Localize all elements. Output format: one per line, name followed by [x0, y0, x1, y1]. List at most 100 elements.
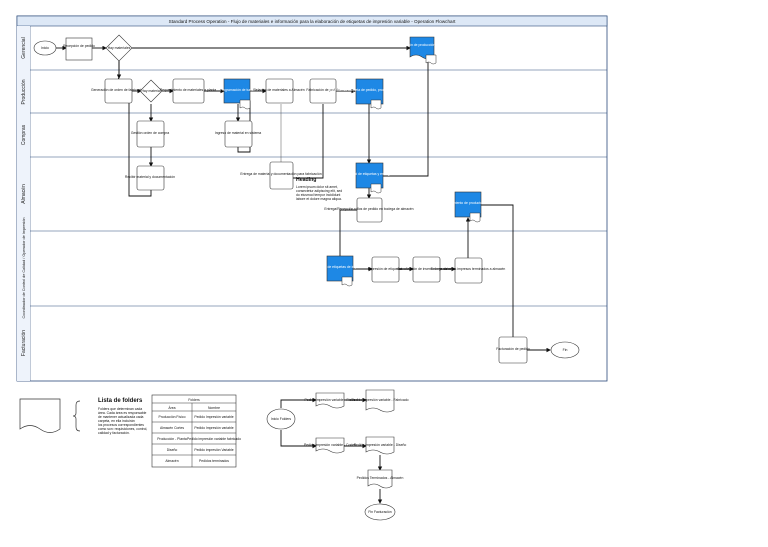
svg-text:Programación de turno: Programación de turno	[220, 88, 255, 92]
svg-text:como son: requisiciones, contr: como son: requisiciones, control,	[98, 427, 147, 431]
svg-text:Fin: Fin	[563, 348, 568, 352]
title-bar	[16, 15, 608, 27]
svg-text:Pedido impresión variable - Co: Pedido impresión variable - Cortes	[304, 443, 356, 447]
lane-label-control: Coordinador de Control de Calidad / Oper…	[22, 218, 26, 319]
svg-text:Ingreso de material en sistema: Ingreso de material en sistema	[215, 131, 261, 135]
node-control-etiquetas: Control de calidad de etiquetas y entreg…	[330, 162, 409, 194]
svg-text:Requerimiento de materiales a: Requerimiento de materiales a planta	[160, 88, 216, 92]
annotation-heading: Heading	[296, 177, 316, 183]
table-cell: Diseño	[167, 448, 178, 452]
svg-text:Pedido impresión variable - Di: Pedido impresión variable - Diseño	[354, 443, 407, 447]
svg-text:labore et dolore magna aliqua.: labore et dolore magna aliqua.	[296, 197, 342, 201]
annotation-note: Heading Lorem ipsum dolor sit amet, cons…	[296, 177, 342, 201]
svg-text:Lorem ipsum dolor sit amet,: Lorem ipsum dolor sit amet,	[296, 185, 338, 189]
svg-text:Solicitud de etiquetas de impr: Solicitud de etiquetas de impresión	[314, 265, 367, 269]
svg-text:Relación de materiales a Almac: Relación de materiales a Almacén	[253, 88, 304, 92]
svg-text:los procesos correspondientes: los procesos correspondientes	[98, 423, 144, 427]
node-fabricacion-pedido: Fabricación de pedido	[306, 78, 340, 104]
doc-flow-doc4: Pedido impresión variable - Diseño	[354, 436, 407, 455]
node-facturacion-pedido: Facturación de pedido	[496, 336, 530, 364]
table-cell: Producción Físico	[159, 415, 186, 419]
node-recibir-material: Recibir material y documentación	[125, 165, 175, 191]
svg-text:do eiusmod tempor incididunt: do eiusmod tempor incididunt	[296, 193, 340, 197]
svg-text:Fin Facturación: Fin Facturación	[368, 510, 391, 514]
svg-text:Generación de orden de fabrica: Generación de orden de fabricación	[91, 88, 145, 92]
node-entrega-rollos-oficina: Entrega de rollos impresos terminados a …	[431, 257, 506, 284]
table-cell: Pedido Impresión variable	[194, 415, 233, 419]
doc-flow-start: Inicio Folders	[266, 408, 296, 430]
lane-label-facturacion: Facturación	[21, 330, 27, 356]
table-header: Área	[168, 406, 175, 410]
svg-text:Recepción de pedido: Recepción de pedido	[63, 44, 95, 48]
swimlane-frame: Standard Process Operation - Flujo de ma…	[16, 15, 608, 382]
doc-flow-doc3: Pedido impresión variable - Cortes	[304, 437, 356, 454]
doc-flow-doc5: Pedidos Terminados - Almacén	[357, 469, 403, 489]
node-autorizacion-gerencial: Autorización de producción gerencial	[394, 36, 450, 65]
lane-labels: Gerencial Producción Compras Almacén Coo…	[21, 37, 27, 356]
doc-flow-connectors	[280, 397, 383, 504]
svg-text:área. Cada área es responsable: área. Cada área es responsable	[98, 411, 147, 415]
lane-label-almacen: Almacén	[21, 184, 27, 204]
svg-text:Control de calidad de etiqueta: Control de calidad de etiquetas y entreg…	[330, 172, 409, 176]
svg-text:Hay material: Hay material	[141, 89, 160, 93]
table-cell: Almacén	[165, 459, 178, 463]
svg-text:Inicio Folders: Inicio Folders	[271, 417, 291, 421]
node-hay-material-decision: Hay material	[139, 79, 163, 103]
svg-text:Almacenamiento de producto ter: Almacenamiento de producto terminado	[438, 201, 498, 205]
svg-text:Entrega/Recepción rollos de pe: Entrega/Recepción rollos de pedido en bo…	[324, 207, 413, 211]
node-programacion-turno: Programación de turno	[220, 78, 255, 110]
table-header: Nombre	[208, 406, 220, 410]
legend-document-symbol	[19, 398, 81, 433]
doc-flow-doc2: Pedido impresión variable - Fabricado	[351, 389, 409, 413]
lane-label-compras: Compras	[21, 124, 27, 145]
svg-text:carpeta, en ella incluirán: carpeta, en ella incluirán	[98, 419, 135, 423]
node-compra-materiales: Gestión orden de compra	[131, 120, 169, 148]
svg-text:Inicio: Inicio	[41, 46, 49, 50]
lane-label-produccion: Producción	[21, 79, 27, 104]
node-actualizacion-sistema: Actualización de inventario en sistema	[397, 256, 455, 283]
node-revision-pedido: Revisión de etiqueta de pedido, producto…	[329, 78, 409, 110]
table-cell: Pedido Impresión variable	[194, 426, 233, 430]
svg-text:Entrega de rollos impresos ter: Entrega de rollos impresos terminados a …	[431, 267, 506, 271]
table-cell: Pedido impresión variable fabricado	[187, 437, 241, 441]
table-title: Folders	[188, 398, 200, 402]
node-fin: Fin	[550, 341, 580, 359]
svg-text:Pedido impresión variable - Fa: Pedido impresión variable - Fabricado	[351, 398, 408, 402]
node-orden-fabricacion: Generación de orden de fabricación	[91, 78, 145, 104]
node-solicitud-etiquetas: Solicitud de etiquetas de impresión	[314, 255, 367, 287]
svg-text:calidad y facturación.: calidad y facturación.	[98, 431, 130, 435]
svg-text:Entrega de material y document: Entrega de material y documentación para…	[240, 172, 321, 176]
node-recepcion-pedido: Recepción de pedido	[63, 37, 95, 61]
svg-text:Facturación de pedido: Facturación de pedido	[496, 347, 530, 351]
table-cell: Pedidos terminados	[199, 459, 229, 463]
svg-text:Hay materiales: Hay materiales	[108, 46, 131, 50]
doc-flow-end: Fin Facturación	[364, 503, 396, 521]
svg-text:Actualización de inventario en: Actualización de inventario en sistema	[397, 267, 455, 271]
svg-text:Pedido impresión variable - Fí: Pedido impresión variable - Físico	[304, 398, 355, 402]
svg-text:Gestión orden de compra: Gestión orden de compra	[131, 131, 169, 135]
node-entrega-rollo: Entrega/Recepción rollos de pedido en bo…	[324, 197, 414, 223]
node-entrega-material: Entrega de material y documentación para…	[240, 161, 322, 190]
svg-text:Fabricación de pedido: Fabricación de pedido	[306, 88, 339, 92]
node-ingreso-material: Ingreso de material en sistema	[215, 120, 261, 148]
svg-text:Impresión de etiquetas: Impresión de etiquetas	[368, 267, 403, 271]
doc-flow-doc1: Pedido impresión variable - Físico	[304, 392, 356, 409]
svg-text:Folders que determinan cada: Folders que determinan cada	[98, 407, 142, 411]
table-cell: Almacén Cortes	[160, 426, 184, 430]
lane-label-gerencial: Gerencial	[21, 37, 27, 58]
diagram-title: Standard Process Operation - Flujo de ma…	[169, 19, 456, 24]
folders-table: Folders Área Nombre Producción Físico Pe…	[151, 394, 241, 468]
node-inicio: Inicio	[33, 40, 57, 56]
table-cell: Pedido impresión Variable	[194, 448, 233, 452]
node-hay-materiales-decision: Hay materiales	[105, 34, 133, 62]
svg-text:de mantener actualizada cada: de mantener actualizada cada	[98, 415, 144, 419]
node-requerimiento-materiales: Requerimiento de materiales a planta	[160, 78, 216, 104]
legend-title: Lista de folders	[98, 398, 143, 404]
svg-text:Autorización de producción ger: Autorización de producción gerencial	[394, 43, 450, 47]
connectors	[56, 45, 551, 353]
svg-text:consectetur adipiscing elit, s: consectetur adipiscing elit, sed	[296, 189, 342, 193]
table-cell: Producción - Planta	[157, 437, 187, 441]
node-almacenamiento: Almacenamiento de producto terminado	[438, 191, 498, 223]
node-relacion-materiales: Relación de materiales a Almacén	[253, 78, 305, 104]
